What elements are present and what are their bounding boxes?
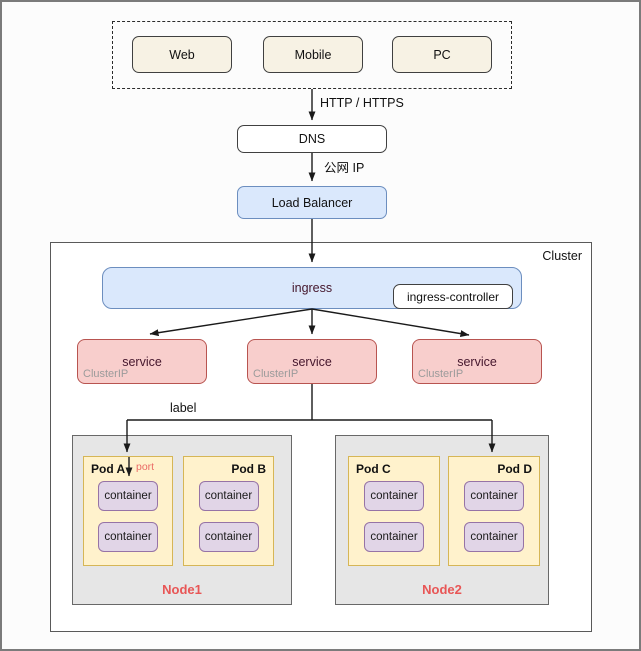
service-box-3: service ClusterIP: [412, 339, 542, 384]
pod-d-label: Pod D: [497, 462, 532, 476]
service-clusterip-label: ClusterIP: [253, 368, 299, 380]
node1-label: Node1: [162, 582, 202, 597]
ingress-controller-label: ingress-controller: [406, 289, 500, 304]
container-box: container: [364, 522, 424, 552]
container-box: container: [464, 481, 524, 511]
cluster-label: Cluster: [542, 249, 582, 263]
ingress-label: ingress: [291, 281, 333, 295]
ingress-box: ingress ingress-controller: [102, 267, 522, 309]
pod-c-label: Pod C: [356, 462, 391, 476]
container-box: container: [364, 481, 424, 511]
node1-box: Pod A container container Pod B containe…: [72, 435, 292, 605]
dns-box: DNS: [237, 125, 387, 153]
client-mobile-box: Mobile: [263, 36, 363, 73]
container-box: container: [98, 522, 158, 552]
service-clusterip-label: ClusterIP: [83, 368, 129, 380]
pod-b-box: Pod B container container: [183, 456, 274, 566]
container-box: container: [198, 522, 259, 552]
port-edge-label: port: [136, 461, 155, 473]
pod-b-label: Pod B: [231, 462, 266, 476]
clients-group-box: [112, 21, 512, 89]
service-box-2: service ClusterIP: [247, 339, 377, 384]
dns-label: DNS: [298, 132, 326, 146]
ingress-controller-box: ingress-controller: [393, 284, 513, 309]
client-mobile-label: Mobile: [294, 47, 332, 62]
container-box: container: [464, 522, 524, 552]
pod-c-box: Pod C container container: [348, 456, 440, 566]
service-label: service: [122, 354, 162, 369]
service-label: service: [457, 354, 497, 369]
service-label: service: [292, 354, 332, 369]
client-web-box: Web: [132, 36, 232, 73]
service-box-1: service ClusterIP: [77, 339, 207, 384]
pod-a-label: Pod A: [91, 462, 126, 476]
pod-a-box: Pod A container container: [83, 456, 173, 566]
pod-d-box: Pod D container container: [448, 456, 540, 566]
client-web-label: Web: [169, 47, 195, 62]
http-edge-label: HTTP / HTTPS: [320, 96, 404, 110]
label-selector-text: label: [170, 401, 197, 415]
load-balancer-box: Load Balancer: [237, 186, 387, 219]
client-pc-box: PC: [392, 36, 492, 73]
public-ip-edge-label: 公网 IP: [324, 161, 365, 175]
load-balancer-label: Load Balancer: [271, 195, 353, 210]
node2-label: Node2: [422, 582, 462, 597]
service-clusterip-label: ClusterIP: [418, 368, 464, 380]
node2-box: Pod C container container Pod D containe…: [335, 435, 549, 605]
client-pc-label: PC: [433, 47, 451, 62]
container-box: container: [98, 481, 158, 511]
container-box: container: [198, 481, 259, 511]
